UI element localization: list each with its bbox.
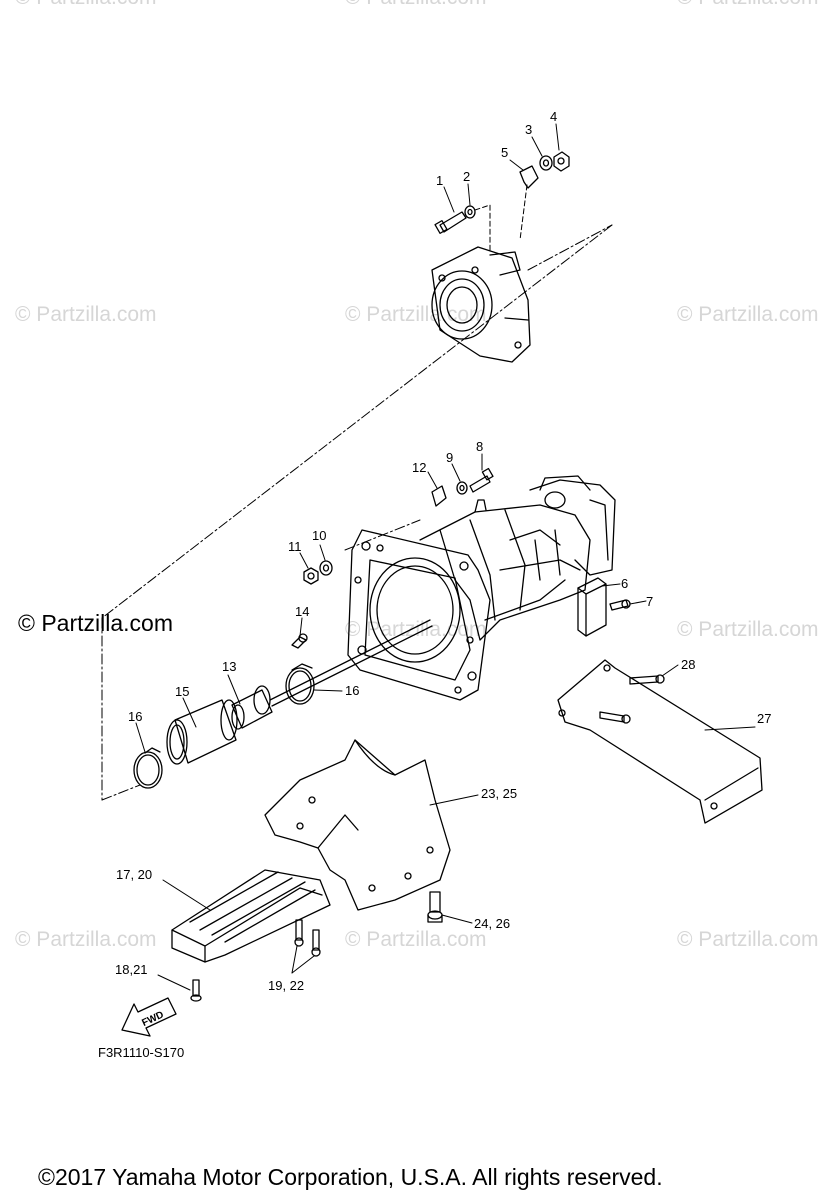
callout-27: 27 [757, 711, 771, 726]
screws-19-22 [294, 919, 321, 957]
forward-arrow: FWD [121, 997, 177, 1037]
leader-lines [135, 123, 756, 991]
callout-12: 12 [412, 460, 426, 475]
screw-14 [291, 633, 308, 649]
callout-5: 5 [501, 145, 508, 160]
upper-leaders [474, 184, 528, 251]
callout-10: 10 [312, 528, 326, 543]
intake-grate-17-20 [171, 869, 331, 963]
watermark: © Partzilla.com [677, 303, 819, 326]
bellows-13 [231, 685, 273, 730]
jet-pump-flange [347, 529, 491, 701]
callout-14: 14 [295, 604, 309, 619]
callout-17-20: 17, 20 [116, 867, 152, 882]
callouts: 1 2 3 4 5 6 7 8 9 10 11 12 13 14 15 16 1… [115, 109, 771, 993]
washer-10 [319, 560, 333, 576]
watermark: © Partzilla.com [677, 618, 819, 641]
cover-plate-27 [557, 659, 763, 824]
bolt-8 [469, 467, 494, 493]
callout-16-upper: 16 [345, 683, 359, 698]
callout-6: 6 [621, 576, 628, 591]
bracket-12 [431, 485, 447, 507]
jet-pump-housing [419, 475, 616, 641]
copyright-notice: ©2017 Yamaha Motor Corporation, U.S.A. A… [38, 1164, 663, 1190]
watermark: © Partzilla.com [345, 303, 487, 326]
watermark: © Partzilla.com [345, 928, 487, 951]
watermark: © Partzilla.com [345, 0, 487, 10]
diagram-code: F3R1110-S170 [98, 1045, 185, 1060]
watermark: © Partzilla.com [15, 928, 157, 951]
mount-block-6 [577, 577, 607, 637]
watermark: © Partzilla.com [677, 928, 819, 951]
callout-4: 4 [550, 109, 557, 124]
washer-3 [539, 155, 553, 171]
callout-24-26: 24, 26 [474, 916, 510, 931]
callout-7: 7 [646, 594, 653, 609]
callout-11: 11 [288, 539, 302, 554]
hose-clamp-16-lower [133, 747, 163, 789]
bolt-1 [434, 211, 467, 234]
callout-1: 1 [436, 173, 443, 188]
washer-2 [464, 205, 476, 219]
callout-2: 2 [463, 169, 470, 184]
callout-23-25: 23, 25 [481, 786, 517, 801]
nut-11 [303, 567, 319, 585]
bolt-28b [599, 711, 631, 724]
screw-18-21 [190, 979, 202, 1002]
bolt-28a [629, 674, 665, 685]
nut-4 [553, 151, 570, 172]
partzilla-brand-mark: © Partzilla.com [18, 610, 173, 636]
intake-cover-23-25 [264, 739, 451, 911]
bracket-5 [519, 165, 539, 189]
screw-7 [609, 599, 631, 611]
washer-9 [456, 481, 468, 495]
callout-9: 9 [446, 450, 453, 465]
drive-shaft [269, 619, 433, 707]
bolt-24-26 [427, 891, 443, 923]
watermark: © Partzilla.com [15, 303, 157, 326]
callout-15: 15 [175, 684, 189, 699]
hose-clamp-16-upper [285, 663, 315, 705]
callout-18-21: 18,21 [115, 962, 148, 977]
assembly-boundary [101, 224, 613, 801]
callout-28: 28 [681, 657, 695, 672]
callout-13: 13 [222, 659, 236, 674]
watermark: © Partzilla.com [677, 0, 819, 10]
callout-19-22: 19, 22 [268, 978, 304, 993]
callout-3: 3 [525, 122, 532, 137]
callout-8: 8 [476, 439, 483, 454]
watermark: © Partzilla.com [15, 0, 157, 10]
upper-bearing-housing [431, 246, 531, 363]
hose-15 [166, 699, 238, 765]
callout-16-lower: 16 [128, 709, 142, 724]
